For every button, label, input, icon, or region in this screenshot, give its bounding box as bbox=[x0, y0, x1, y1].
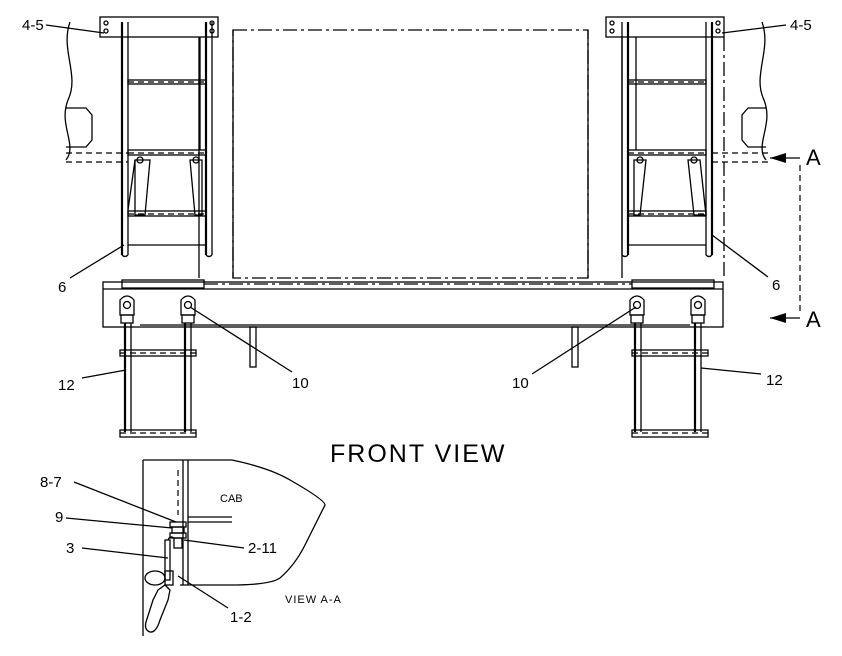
leader-4-5-left bbox=[45, 24, 105, 34]
leader-12-left bbox=[81, 369, 127, 379]
callout-6-left: 6 bbox=[58, 279, 66, 296]
right-ladder bbox=[605, 16, 725, 280]
mount-lug-1 bbox=[119, 295, 135, 324]
leader-12-right bbox=[700, 367, 762, 375]
callout-10-left: 10 bbox=[292, 375, 309, 392]
callout-4-5-left: 4-5 bbox=[22, 17, 44, 34]
cab-label: CAB bbox=[220, 493, 243, 505]
leader-10-right bbox=[531, 306, 637, 375]
section-view-title: VIEW A-A bbox=[285, 594, 342, 606]
section-view-detail bbox=[142, 459, 326, 636]
left-ladder bbox=[99, 16, 219, 258]
leader-1-2 bbox=[177, 575, 229, 609]
mount-lug-3 bbox=[629, 295, 645, 324]
leader-10-left bbox=[189, 306, 293, 373]
callout-4-5-right: 4-5 bbox=[790, 17, 812, 34]
bottom-beam bbox=[102, 279, 724, 368]
left-lower-step bbox=[119, 323, 197, 438]
break-line-left bbox=[64, 21, 73, 161]
callout-2-11: 2-11 bbox=[248, 540, 277, 557]
right-lower-step bbox=[631, 323, 709, 438]
break-line-right bbox=[759, 21, 768, 161]
right-side-box bbox=[741, 107, 766, 148]
leader-9 bbox=[65, 517, 173, 529]
leader-4-5-right bbox=[721, 24, 787, 34]
center-body-outline bbox=[232, 29, 589, 279]
mount-lug-2 bbox=[180, 295, 196, 324]
section-marker bbox=[770, 153, 801, 323]
callout-8-7: 8-7 bbox=[40, 474, 62, 491]
callout-12-right: 12 bbox=[766, 372, 783, 389]
section-marker-top-label: A bbox=[806, 145, 821, 170]
leader-8-7 bbox=[73, 481, 177, 523]
front-view-title: FRONT VIEW bbox=[330, 440, 506, 468]
leader-6-right bbox=[711, 234, 769, 278]
callout-3: 3 bbox=[66, 540, 74, 557]
section-marker-bottom-label: A bbox=[806, 307, 821, 332]
leader-6-left bbox=[69, 244, 125, 279]
callout-10-right: 10 bbox=[512, 375, 529, 392]
callout-12-left: 12 bbox=[58, 377, 75, 394]
leader-2-11 bbox=[183, 539, 245, 549]
mount-lug-4 bbox=[690, 295, 706, 324]
left-side-box bbox=[66, 107, 93, 148]
leader-3 bbox=[81, 547, 169, 559]
callout-6-right: 6 bbox=[772, 277, 780, 294]
left-top-plate bbox=[99, 16, 219, 38]
callout-1-2: 1-2 bbox=[230, 609, 252, 626]
callout-9: 9 bbox=[55, 509, 63, 526]
right-top-plate bbox=[605, 16, 725, 38]
